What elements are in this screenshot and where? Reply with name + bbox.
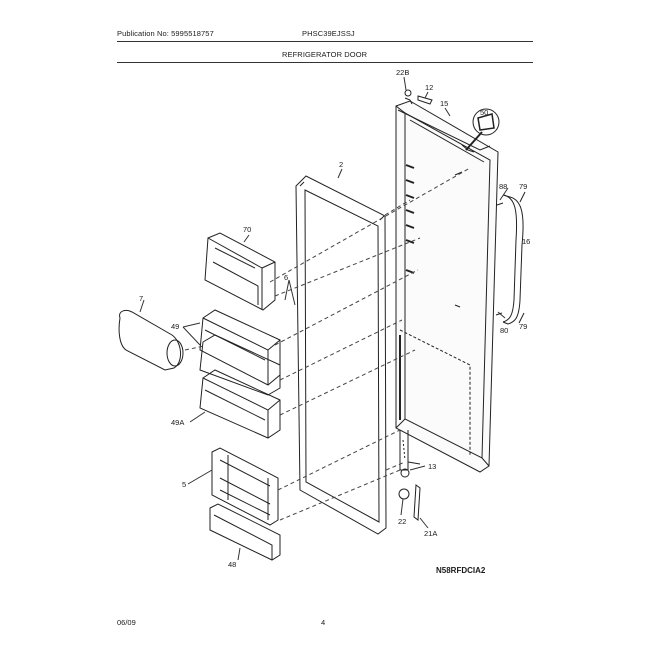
dairy-compartment xyxy=(211,447,279,526)
part-label-2: 2 xyxy=(339,160,343,169)
part-label-5: 5 xyxy=(182,480,186,489)
leader-lines xyxy=(184,167,471,521)
diagram-code: N58RFDCIA2 xyxy=(436,566,486,575)
model-number: PHSC39EJSSJ xyxy=(302,29,355,38)
door-bin-49A xyxy=(199,369,281,439)
label-pointers xyxy=(139,76,509,561)
header-divider-top xyxy=(117,41,533,42)
part-label-7: 7 xyxy=(139,294,143,303)
door-bin-49 xyxy=(199,309,281,386)
part-label-49A: 49A xyxy=(171,418,184,427)
part-label-21A: 21A xyxy=(424,529,437,538)
part-label-88: 88 xyxy=(499,182,507,191)
header-divider-bottom xyxy=(117,62,533,63)
part-label-79-bottom: 79 xyxy=(519,322,527,331)
part-label-50: 50 xyxy=(480,108,488,117)
door-bin-70 xyxy=(204,232,276,311)
part-label-6: 6 xyxy=(284,273,288,282)
part-label-15: 15 xyxy=(440,99,448,108)
part-label-49: 49 xyxy=(171,322,179,331)
door-bin-48 xyxy=(209,503,281,561)
door-gasket xyxy=(295,175,387,535)
part-label-48: 48 xyxy=(228,560,236,569)
dairy-door-cover xyxy=(118,309,184,371)
footer-date: 06/09 xyxy=(117,618,136,627)
top-hinge xyxy=(404,89,475,153)
part-label-22B: 22B xyxy=(396,68,409,77)
page-number: 4 xyxy=(321,618,326,627)
door-panel xyxy=(395,100,499,473)
section-title: REFRIGERATOR DOOR xyxy=(282,50,368,59)
part-label-22: 22 xyxy=(398,517,406,526)
part-label-70: 70 xyxy=(243,225,251,234)
door-bin-49-second xyxy=(199,334,281,396)
part-label-12: 12 xyxy=(425,83,433,92)
part-label-13: 13 xyxy=(428,462,436,471)
part-label-79-top: 79 xyxy=(519,182,527,191)
publication-number: Publication No: 5995518757 xyxy=(117,29,214,38)
callout-50 xyxy=(472,108,500,136)
part-label-16: 16 xyxy=(522,237,530,246)
door-handle xyxy=(495,194,524,325)
part-label-80: 80 xyxy=(500,326,508,335)
